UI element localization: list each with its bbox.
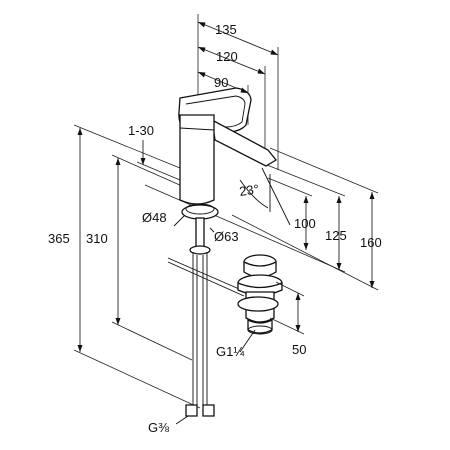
waste-tail-end — [247, 325, 273, 335]
thread-leader-g114 — [239, 329, 256, 353]
label-d48: Ø48 — [142, 210, 167, 225]
arrowhead — [369, 192, 375, 199]
label-angle-23: 23° — [238, 181, 260, 199]
label-90: 90 — [214, 75, 228, 90]
arrowhead — [270, 49, 278, 55]
mounting-shank — [195, 217, 205, 249]
leader-g38 — [175, 415, 189, 425]
faucet — [167, 87, 277, 417]
arrowhead — [140, 158, 146, 165]
diameter-group: Ø48 Ø63 — [142, 210, 239, 244]
arrowhead — [336, 263, 342, 270]
ext-line-365-bottom — [73, 349, 201, 409]
mounting-nut — [189, 245, 211, 255]
ext-line-1-30 — [136, 161, 181, 181]
ext-line-100-top — [267, 177, 313, 197]
label-50: 50 — [292, 342, 306, 357]
label-1-30: 1-30 — [128, 123, 154, 138]
pop-up-rod-edge — [167, 261, 245, 297]
label-125: 125 — [325, 228, 347, 243]
waste-nut — [237, 296, 279, 312]
ext-line-310-top — [111, 154, 183, 187]
arrowhead — [115, 158, 121, 165]
arrowhead — [369, 281, 375, 288]
arrowhead — [198, 47, 206, 53]
hose-fitting-right — [202, 404, 215, 417]
ext-line-310-bottom — [111, 321, 193, 361]
ext-line-50-top — [275, 281, 305, 297]
hose-fitting-left — [185, 404, 198, 417]
thread-g38-group: G⅜ — [148, 415, 189, 435]
arrowhead — [77, 128, 83, 135]
base-ring-inner — [185, 203, 215, 215]
arrowhead — [77, 345, 83, 352]
left-dimension-group: 365 310 1-30 — [48, 123, 201, 409]
label-160: 160 — [360, 235, 382, 250]
label-365: 365 — [48, 231, 70, 246]
ext-line-160-top — [269, 147, 379, 194]
label-g38: G⅜ — [148, 420, 169, 435]
arrowhead — [295, 293, 301, 300]
dim-50-group: 50 — [269, 281, 306, 357]
waste-fitting: G1¼ — [216, 254, 283, 359]
angle-leader — [261, 167, 291, 226]
arrowhead — [336, 196, 342, 203]
arrowheads — [77, 22, 375, 352]
top-dimension-group: 135 120 90 — [197, 14, 279, 170]
arrowhead — [198, 72, 206, 78]
arrowhead — [115, 318, 121, 325]
label-120: 120 — [216, 49, 238, 64]
label-g114: G1¼ — [216, 344, 244, 359]
label-d63: Ø63 — [214, 229, 239, 244]
lever-top-face — [185, 95, 246, 128]
arrowhead — [303, 196, 309, 203]
leader-d48 — [173, 215, 185, 227]
label-135: 135 — [215, 22, 237, 37]
ext-line-125-top — [261, 162, 346, 197]
pop-up-rod — [167, 257, 247, 293]
arrowhead — [303, 243, 309, 250]
arrowhead — [257, 68, 265, 74]
arrowhead — [295, 325, 301, 332]
spout-angle-group: 23° — [238, 167, 291, 226]
dim-line-120 — [197, 46, 266, 75]
ext-line-365-top — [73, 124, 181, 169]
leader-d63 — [209, 227, 215, 233]
ext-line-base — [231, 214, 379, 291]
body-seam — [179, 127, 215, 131]
angle-arc — [239, 179, 269, 209]
right-dimension-group: 160 125 100 — [144, 147, 382, 291]
ext-line-base-125 — [144, 184, 346, 273]
arrowhead — [198, 22, 206, 28]
label-310: 310 — [86, 231, 108, 246]
label-100: 100 — [294, 216, 316, 231]
dim-line-135 — [197, 21, 279, 56]
arrowhead — [240, 87, 248, 93]
